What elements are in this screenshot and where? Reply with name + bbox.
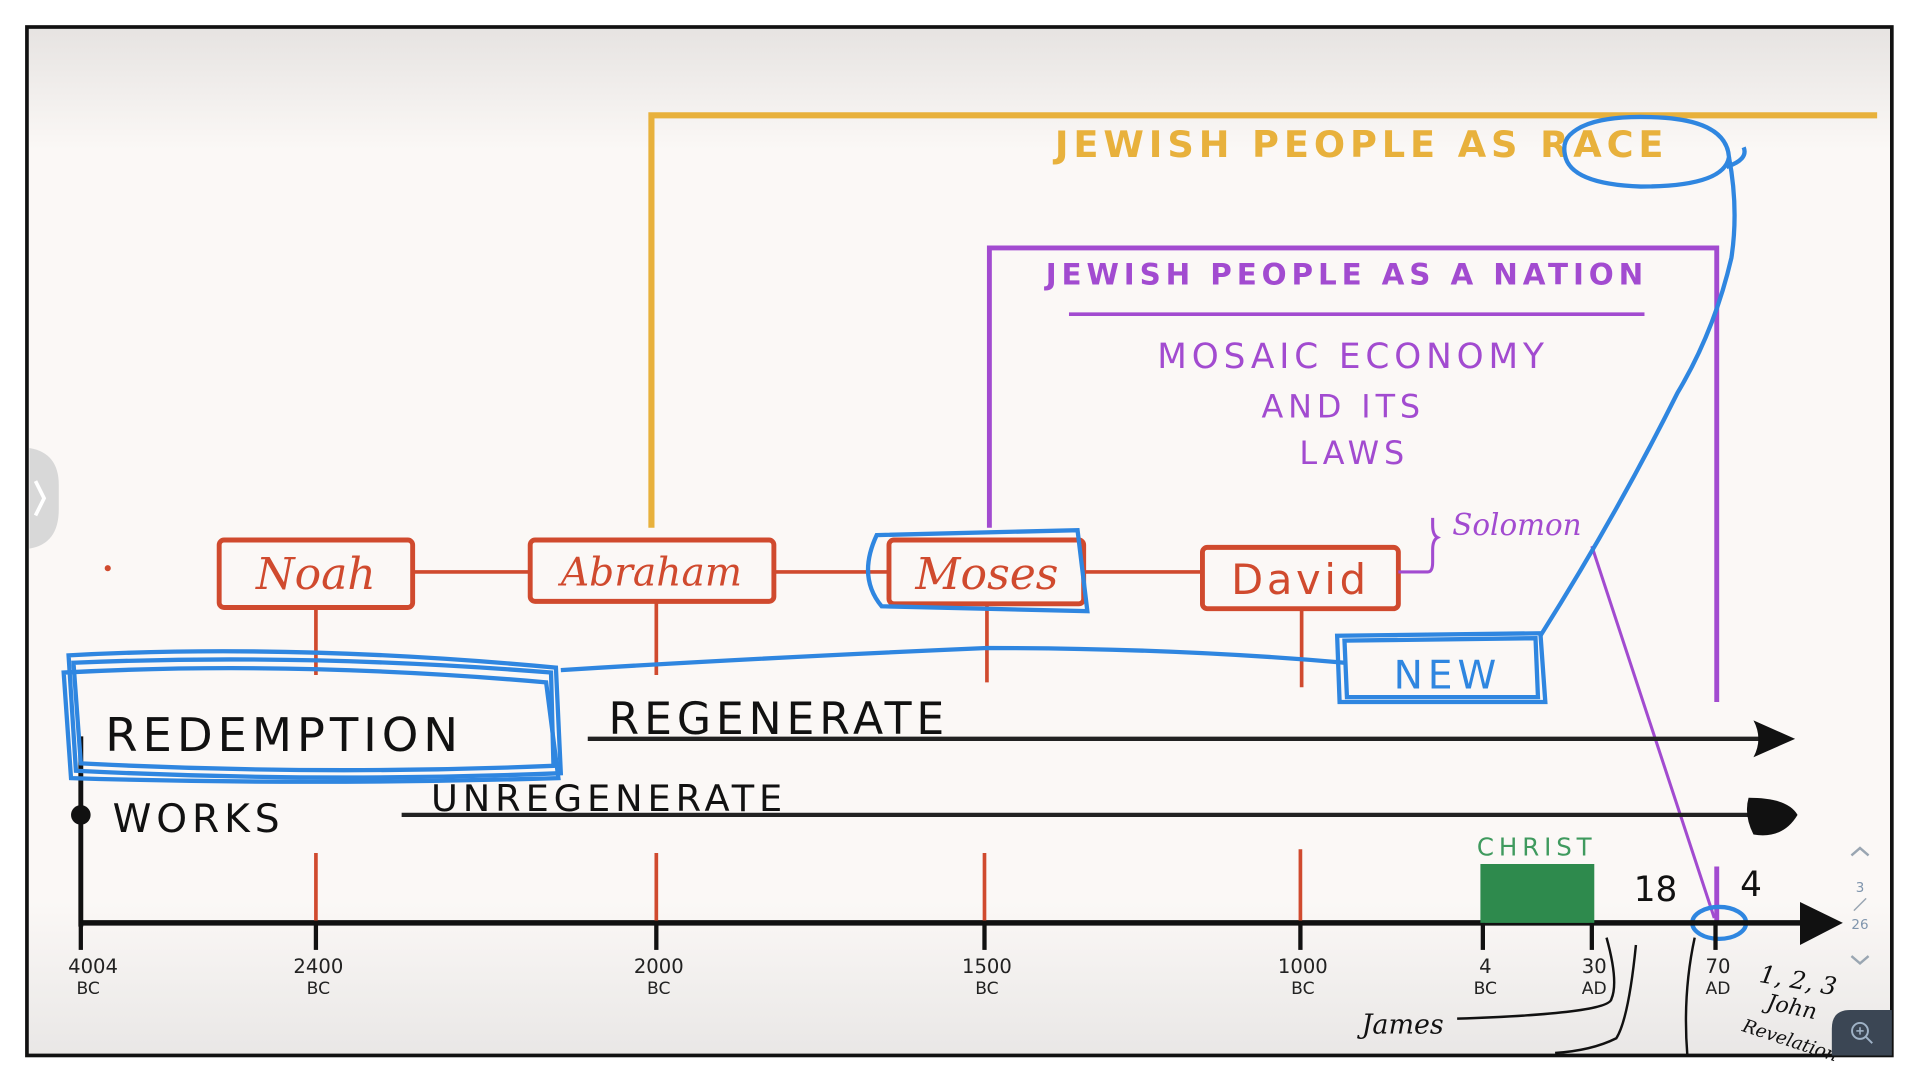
christ-label: CHRIST [1477, 832, 1597, 861]
regenerate-arrowhead [1753, 720, 1796, 758]
tick-value: 4004 [68, 955, 118, 978]
solomon-label: Solomon [1452, 508, 1581, 542]
race-circle [1562, 114, 1732, 189]
tick-value: 2400 [293, 955, 343, 978]
unregenerate-arrowhead [1746, 797, 1798, 836]
tick-era: BC [647, 979, 670, 999]
unregenerate-label: UNREGENERATE [431, 777, 787, 820]
page-separator [1853, 897, 1867, 912]
redemption-label: REDEMPTION [105, 708, 463, 762]
works-label: WORKS [113, 797, 285, 842]
zoom-button[interactable] [1831, 1010, 1892, 1056]
nation-body-line-3: LAWS [1299, 434, 1409, 472]
tick-era: AD [1582, 979, 1607, 999]
nation-body-line-1: MOSAIC ECONOMY [1157, 337, 1549, 377]
tick-era: BC [307, 979, 330, 999]
chevron-down-icon[interactable] [1850, 955, 1870, 966]
tick-era: BC [1474, 979, 1497, 999]
patriarch-box-noah: Noah [216, 537, 416, 675]
page-navigator: 3 26 [1850, 846, 1870, 966]
stray-dot [104, 565, 111, 572]
solomon-pointer [1590, 545, 1716, 919]
tick-era: AD [1705, 979, 1730, 999]
nation-body-line-2: AND ITS [1262, 387, 1426, 425]
regenerate-label: REGENERATE [609, 694, 950, 745]
patriarch-name: Moses [914, 549, 1058, 600]
james-label: James [1357, 1009, 1444, 1040]
patriarch-name: Noah [255, 549, 376, 600]
timeline-ticks: 4004BC2400BC2000BC1500BC1000BC4BC30AD70A… [68, 849, 1730, 999]
chevron-right-icon [33, 480, 47, 517]
page-current: 3 [1856, 880, 1865, 896]
timeline-axis: CHRIST 18 4 [80, 832, 1843, 945]
tick-value: 2000 [634, 955, 684, 978]
annotations [61, 114, 1749, 942]
patriarch-chain: Noah Abraham Moses David [216, 537, 1401, 688]
nation-frame: JEWISH PEOPLE AS A NATION MOSAIC ECONOMY… [986, 245, 1720, 702]
nation-frame-label: JEWISH PEOPLE AS A NATION [1044, 258, 1648, 292]
side-panel-tab[interactable] [29, 447, 59, 549]
gap-label-18: 18 [1634, 870, 1678, 910]
tick-era: BC [975, 979, 998, 999]
moses-highlight [865, 527, 1090, 614]
tick-era: BC [1291, 979, 1314, 999]
tick-era: BC [76, 979, 99, 999]
tick-value: 70 [1705, 955, 1730, 978]
patriarch-name: Abraham [558, 550, 742, 595]
works-bullet [71, 805, 91, 825]
zoom-in-icon [1851, 1021, 1869, 1040]
race-frame-label: JEWISH PEOPLE AS RACE [1052, 123, 1669, 166]
tick-value: 30 [1582, 955, 1607, 978]
page-total: 26 [1851, 917, 1868, 933]
tick-value: 4 [1479, 955, 1491, 978]
tracks: REGENERATE WORKS UNREGENERATE REDEMPTION [71, 694, 1798, 927]
race-connector [1538, 146, 1747, 637]
chevron-up-icon[interactable] [1850, 846, 1870, 857]
christ-bar [1480, 864, 1595, 923]
epistle-notes [1457, 937, 1696, 1056]
tick-value: 1000 [1278, 955, 1328, 978]
redemption-highlight [66, 649, 564, 780]
new-box [1334, 631, 1548, 705]
new-label: NEW [1394, 653, 1501, 698]
connector-line [560, 645, 1345, 673]
timeline-arrowhead [1800, 902, 1843, 945]
race-frame: JEWISH PEOPLE AS RACE [648, 112, 1878, 528]
patriarch-box-david: David [1200, 544, 1401, 688]
patriarch-name: David [1231, 555, 1370, 604]
gap-label-4: 4 [1740, 865, 1762, 905]
tick-value: 1500 [962, 955, 1012, 978]
patriarch-box-abraham: Abraham [527, 537, 777, 675]
solomon-note: Solomon [1398, 508, 1716, 919]
